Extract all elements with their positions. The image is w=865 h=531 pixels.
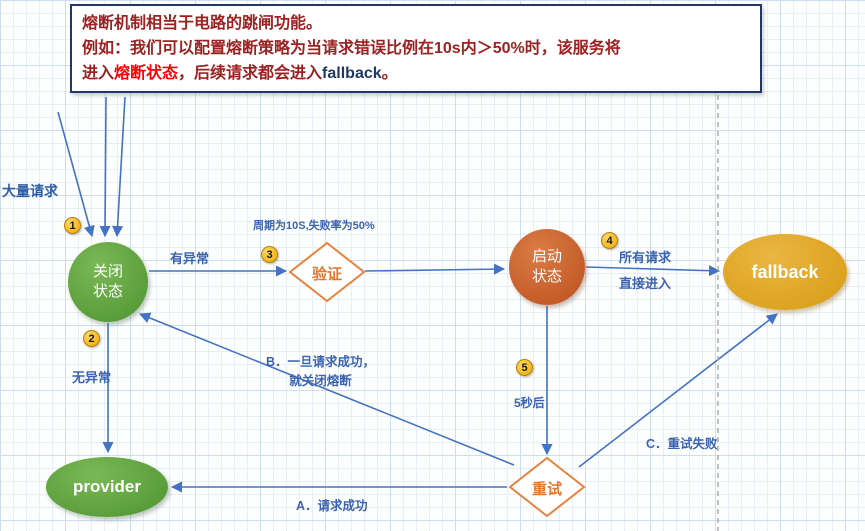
node-retry-label: 重试 bbox=[531, 481, 562, 498]
node-open-state-label-1: 启动 bbox=[531, 248, 562, 265]
label-a-note: A．请求成功 bbox=[296, 499, 368, 513]
step-badge-4: 4 bbox=[601, 232, 618, 249]
node-fallback: fallback bbox=[723, 234, 847, 310]
label-no-exception: 无异常 bbox=[72, 370, 112, 385]
node-provider-label: provider bbox=[72, 477, 142, 496]
label-b-note-line1: B．一旦请求成功， bbox=[266, 355, 376, 369]
step-badge-1: 1 bbox=[64, 217, 81, 234]
label-b-note-line2: 就关闭熔断 bbox=[289, 374, 352, 388]
node-fallback-label: fallback bbox=[751, 261, 819, 282]
note-box: 熔断机制相当于电路的跳闸功能。 例如：我们可以配置熔断策略为当请求错误比例在10… bbox=[70, 4, 762, 93]
step-badge-5: 5 bbox=[516, 359, 533, 376]
arrow-request-3 bbox=[111, 96, 126, 238]
verify-diamond bbox=[288, 241, 366, 303]
retry-diamond bbox=[508, 456, 586, 518]
node-closed-state: 关闭 状态 bbox=[68, 242, 148, 322]
label-b-note: B．一旦请求成功， 就关闭熔断 bbox=[266, 353, 375, 391]
node-provider: provider bbox=[46, 457, 168, 517]
arrow-open-to-fallback bbox=[585, 265, 721, 277]
label-after-5s: 5秒后 bbox=[514, 396, 545, 410]
arrow-verify-to-open bbox=[364, 263, 506, 275]
note-line1: 熔断机制相当于电路的跳闸功能。 bbox=[82, 15, 323, 32]
arrow-request-2 bbox=[99, 96, 111, 238]
label-all-requests-line2: 直接进入 bbox=[619, 276, 672, 291]
note-highlight: 熔断状态 bbox=[114, 65, 179, 82]
step-badge-3: 3 bbox=[261, 246, 278, 263]
label-has-exception: 有异常 bbox=[170, 251, 210, 266]
arrow-retry-to-fallback bbox=[578, 313, 778, 468]
label-all-requests-line1: 所有请求 bbox=[619, 250, 672, 265]
node-open-state: 启动 状态 bbox=[509, 229, 585, 305]
note-line3: 进入熔断状态，后续请求都会进入fallback。 bbox=[82, 65, 398, 82]
label-all-requests: 所有请求 直接进入 bbox=[619, 245, 671, 297]
note-line2: 例如：我们可以配置熔断策略为当请求错误比例在10s内＞50%时，该服务将 bbox=[82, 40, 621, 57]
label-c-note: C．重试失败 bbox=[646, 437, 718, 451]
arrow-request-1 bbox=[57, 111, 95, 238]
node-closed-state-label-1: 关闭 bbox=[92, 263, 123, 280]
note-fallback-word: fallback bbox=[322, 65, 382, 82]
arrow-retry-to-closed bbox=[138, 312, 515, 466]
label-mass-requests: 大量请求 bbox=[2, 183, 58, 199]
node-verify-label: 验证 bbox=[311, 266, 342, 283]
node-closed-state-label-2: 状态 bbox=[92, 283, 123, 300]
node-open-state-label-2: 状态 bbox=[531, 268, 562, 285]
step-badge-2: 2 bbox=[83, 330, 100, 347]
label-cycle-info: 周期为10S,失败率为50% bbox=[253, 220, 375, 232]
